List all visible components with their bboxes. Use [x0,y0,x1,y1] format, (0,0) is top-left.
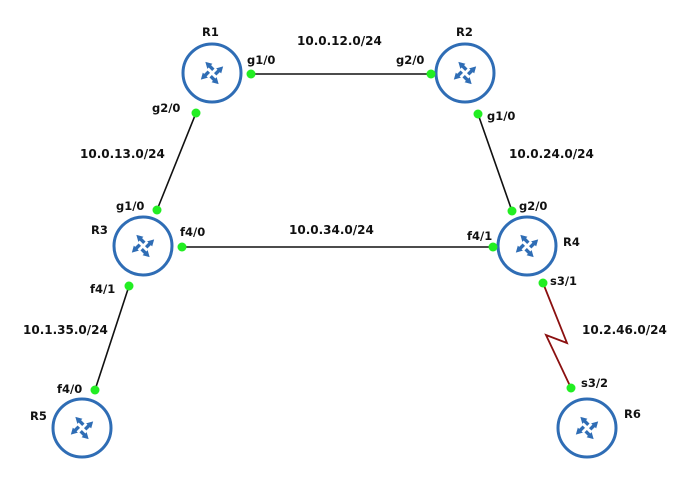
network-label-r1-r3: 10.0.13.0/24 [80,147,165,161]
link-r2-r4[interactable] [477,113,513,212]
port-label-r4-s3-1: s3/1 [550,274,577,288]
port-dot-r2-g1-0[interactable] [473,109,483,119]
port-dot-r3-f4-0[interactable] [177,242,187,252]
port-labels: g1/0 g2/0 g2/0 g1/0 g1/0 g2/0 f4/0 f4/1 … [57,53,608,396]
links-layer [94,73,572,391]
routers-layer [51,42,618,459]
port-dot-r1-g2-0[interactable] [191,108,201,118]
router-r1[interactable] [181,42,243,104]
router-r5[interactable] [51,397,113,459]
port-dot-r3-g1-0[interactable] [152,205,162,215]
link-r3-r5[interactable] [94,285,130,391]
router-r2[interactable] [434,42,496,104]
network-label-r3-r5: 10.1.35.0/24 [23,323,108,337]
router-r6[interactable] [556,397,618,459]
network-label-r1-r2: 10.0.12.0/24 [297,34,382,48]
port-label-r2-g1-0: g1/0 [487,109,515,123]
port-dots [90,69,576,395]
router-label-r4: R4 [563,235,580,249]
port-dot-r4-f4-1[interactable] [488,242,498,252]
network-label-r3-r4: 10.0.34.0/24 [289,223,374,237]
port-label-r4-g2-0: g2/0 [519,199,547,213]
router-labels: R1 R2 R3 R4 R5 R6 [30,25,641,423]
router-label-r5: R5 [30,409,47,423]
port-label-r1-g2-0: g2/0 [152,101,180,115]
port-dot-r4-g2-0[interactable] [507,206,517,216]
port-label-r3-f4-0: f4/0 [180,225,205,239]
link-r1-r3[interactable] [156,112,197,211]
port-label-r6-s3-2: s3/2 [581,376,608,390]
network-label-r2-r4: 10.0.24.0/24 [509,147,594,161]
port-dot-r5-f4-0[interactable] [90,385,100,395]
router-label-r3: R3 [91,223,108,237]
port-dot-r6-s3-2[interactable] [566,383,576,393]
port-label-r5-f4-0: f4/0 [57,382,82,396]
port-dot-r1-g1-0[interactable] [246,69,256,79]
router-r3[interactable] [112,215,174,277]
port-dot-r3-f4-1[interactable] [124,281,134,291]
port-label-r4-f4-1: f4/1 [467,229,492,243]
network-labels: 10.0.12.0/24 10.0.13.0/24 10.0.24.0/24 1… [23,34,667,337]
router-label-r2: R2 [456,25,473,39]
port-label-r3-f4-1: f4/1 [90,282,115,296]
network-label-r4-r6: 10.2.46.0/24 [582,323,667,337]
port-dot-r2-g2-0[interactable] [426,69,436,79]
port-label-r2-g2-0: g2/0 [396,53,424,67]
port-dot-r4-s3-1[interactable] [538,278,548,288]
router-label-r6: R6 [624,407,641,421]
link-r4-r6-serial[interactable] [542,282,572,389]
port-label-r3-g1-0: g1/0 [116,199,144,213]
port-label-r1-g1-0: g1/0 [247,53,275,67]
router-label-r1: R1 [202,25,219,39]
router-r4[interactable] [496,215,558,277]
